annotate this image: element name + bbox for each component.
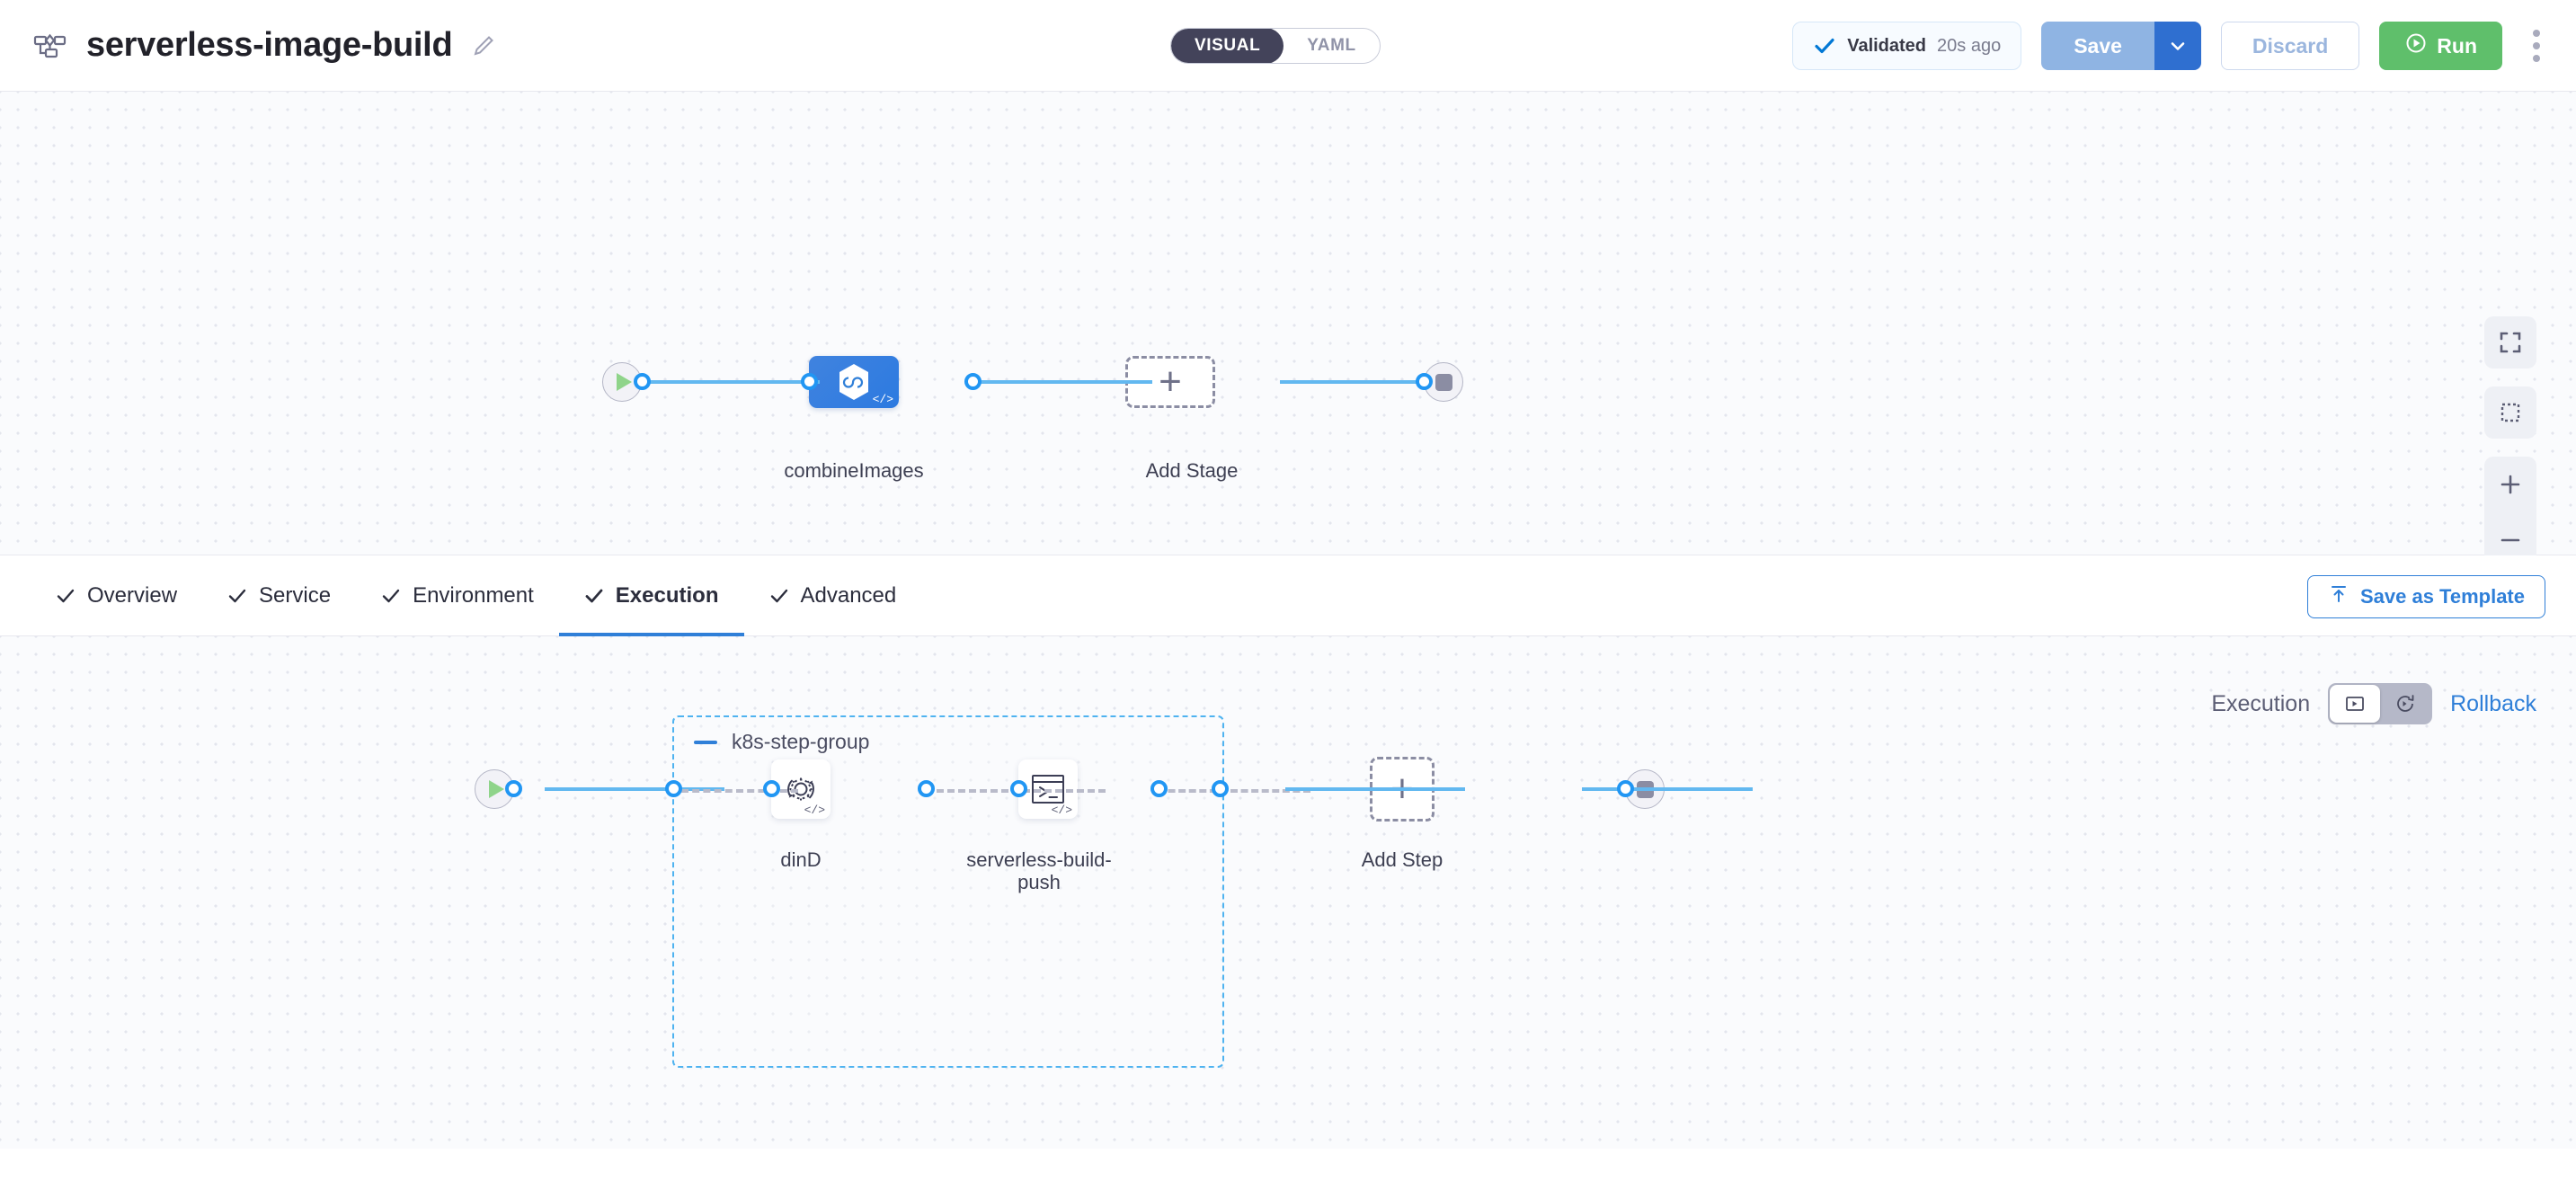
stage-config-tabs: Overview Service Environment Execution A… — [0, 555, 2576, 637]
port-end-in[interactable] — [1416, 373, 1433, 390]
ci-build-icon — [839, 364, 868, 400]
execution-toggle-option[interactable] — [2330, 685, 2381, 723]
tab-label: Service — [259, 582, 332, 608]
tab-service[interactable]: Service — [202, 555, 356, 636]
save-as-template-button[interactable]: Save as Template — [2306, 575, 2545, 618]
chevron-down-icon — [2171, 42, 2185, 50]
exec-rollback-toggle[interactable] — [2328, 683, 2433, 724]
execution-play-box-icon — [2346, 697, 2365, 711]
code-badge-icon: </> — [872, 393, 893, 406]
link-stage-to-addstage — [973, 380, 1152, 384]
tab-label: Execution — [615, 582, 719, 608]
pipeline-end-node[interactable] — [1424, 362, 1463, 402]
canvas-controls — [2484, 316, 2536, 568]
template-upload-icon — [2328, 583, 2349, 610]
link-group-to-addstep — [1285, 787, 1465, 791]
check-icon — [584, 586, 604, 606]
stage-label-combineImages: combineImages — [784, 459, 924, 482]
fit-screen-icon — [2500, 332, 2521, 353]
tab-advanced[interactable]: Advanced — [744, 555, 922, 636]
step-label-serverless-build-push: serverless-build-push — [966, 848, 1112, 893]
port-exec-start-out[interactable] — [505, 780, 522, 797]
port-exec-end-in[interactable] — [1617, 780, 1634, 797]
tab-overview[interactable]: Overview — [31, 555, 202, 636]
mode-yaml-button[interactable]: YAML — [1307, 36, 1356, 55]
run-label: Run — [2437, 33, 2477, 58]
check-icon — [56, 586, 76, 606]
link-buildpush-to-groupout — [1158, 789, 1310, 793]
zoom-out-button[interactable] — [2484, 512, 2536, 568]
step-group-k8s[interactable]: k8s-step-group — [672, 715, 1224, 1068]
link-start-to-group — [545, 787, 724, 791]
step-group-header: k8s-step-group — [694, 730, 869, 754]
dashed-square-icon — [2500, 403, 2520, 422]
execution-rollback-switch: Execution Rollback — [2211, 683, 2536, 724]
save-dropdown-button[interactable] — [2154, 22, 2201, 70]
port-stage-out[interactable] — [964, 373, 982, 390]
header-actions: Validated 20s ago Save Discard Run — [1792, 0, 2551, 92]
check-icon — [227, 586, 247, 606]
gear-rotate-icon — [787, 777, 814, 801]
tab-label: Environment — [413, 582, 534, 608]
port-group-out[interactable] — [1212, 780, 1229, 797]
minus-icon[interactable] — [694, 740, 717, 744]
step-group-title: k8s-step-group — [732, 730, 870, 753]
end-icon — [1424, 362, 1463, 402]
tab-environment[interactable]: Environment — [356, 555, 559, 636]
port-start-out[interactable] — [634, 373, 651, 390]
add-step-label: Add Step — [1361, 848, 1443, 871]
link-addstep-to-end — [1582, 787, 1753, 791]
stage-canvas[interactable]: </> combineImages + Add Stage — [0, 92, 2576, 568]
add-stage-button[interactable]: + — [1125, 356, 1215, 408]
check-icon — [1813, 34, 1836, 58]
execution-label: Execution — [2211, 690, 2311, 716]
code-badge-icon: </> — [1051, 804, 1072, 817]
kebab-menu-icon[interactable] — [2522, 22, 2551, 69]
link-addstage-to-end — [1280, 380, 1424, 384]
run-button[interactable]: Run — [2379, 22, 2502, 70]
tab-label: Overview — [87, 582, 178, 608]
save-button[interactable]: Save — [2041, 22, 2154, 70]
plus-icon: + — [1159, 359, 1182, 404]
validated-timestamp: 20s ago — [1937, 35, 2002, 56]
rollback-rotate-icon — [2397, 695, 2414, 712]
save-as-template-label: Save as Template — [2359, 585, 2525, 608]
step-label-dinD: dinD — [780, 848, 822, 871]
discard-button[interactable]: Discard — [2220, 22, 2360, 70]
stage-node-combineImages[interactable]: </> — [809, 356, 899, 408]
execution-canvas[interactable]: Execution Rollback — [0, 636, 2576, 1149]
mode-visual-button[interactable]: VISUAL — [1171, 29, 1284, 63]
minus-icon — [2500, 538, 2520, 542]
status-badge-validated: Validated 20s ago — [1792, 22, 2022, 70]
code-badge-icon: </> — [804, 804, 825, 817]
rollback-toggle-option[interactable] — [2380, 685, 2430, 723]
validated-label: Validated — [1847, 35, 1927, 56]
check-icon — [769, 586, 789, 606]
visual-yaml-toggle[interactable]: VISUAL YAML — [1170, 28, 1381, 64]
port-buildpush-in[interactable] — [1010, 780, 1027, 797]
tab-label: Advanced — [800, 582, 897, 608]
port-dind-in[interactable] — [763, 780, 780, 797]
check-icon — [381, 586, 401, 606]
page-title: serverless-image-build — [86, 26, 453, 64]
pipeline-icon — [31, 26, 70, 66]
zoom-in-button[interactable] — [2484, 457, 2536, 512]
add-stage-label: Add Stage — [1145, 459, 1239, 482]
link-start-to-stage — [640, 380, 820, 384]
fit-screen-button[interactable] — [2484, 316, 2536, 369]
edit-pencil-icon[interactable] — [470, 32, 497, 59]
zoom-controls — [2484, 457, 2536, 568]
port-stage-in[interactable] — [801, 373, 818, 390]
tab-execution[interactable]: Execution — [558, 555, 744, 637]
rollback-label[interactable]: Rollback — [2450, 690, 2536, 716]
link-group-to-dind — [681, 789, 798, 793]
app-header: serverless-image-build VISUAL YAML Valid… — [0, 0, 2576, 92]
port-group-in[interactable] — [665, 780, 682, 797]
port-dind-out[interactable] — [918, 780, 935, 797]
plus-icon — [2500, 475, 2520, 494]
save-button-group[interactable]: Save — [2041, 22, 2201, 70]
port-buildpush-out[interactable] — [1150, 780, 1168, 797]
play-circle-icon — [2404, 31, 2428, 60]
selection-box-button[interactable] — [2484, 386, 2536, 439]
